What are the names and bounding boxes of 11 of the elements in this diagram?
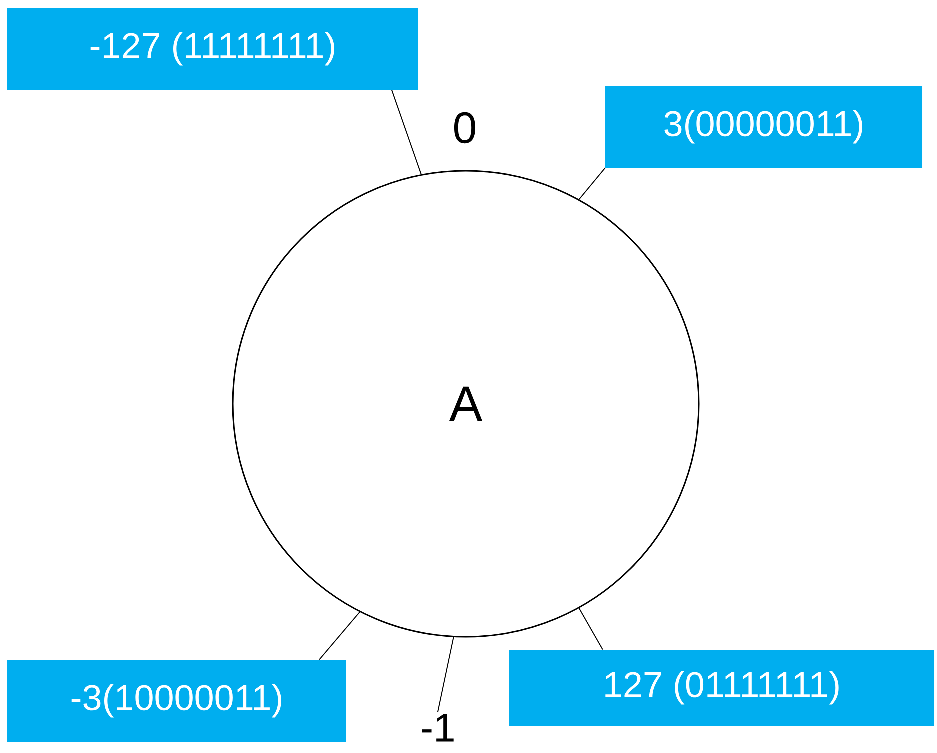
callout-box: -3(10000011) xyxy=(8,660,346,742)
leader-line xyxy=(438,636,454,713)
callout-box: 127 (01111111) xyxy=(510,650,934,726)
leader-line xyxy=(391,90,422,176)
leader-line xyxy=(578,168,606,200)
value-label: -1 xyxy=(422,714,454,742)
value-label: 0 xyxy=(454,112,476,144)
callout-box: 3(00000011) xyxy=(606,86,922,168)
leader-line xyxy=(578,608,604,650)
leader-line xyxy=(319,612,360,660)
callout-box: -127 (11111111) xyxy=(8,8,418,90)
